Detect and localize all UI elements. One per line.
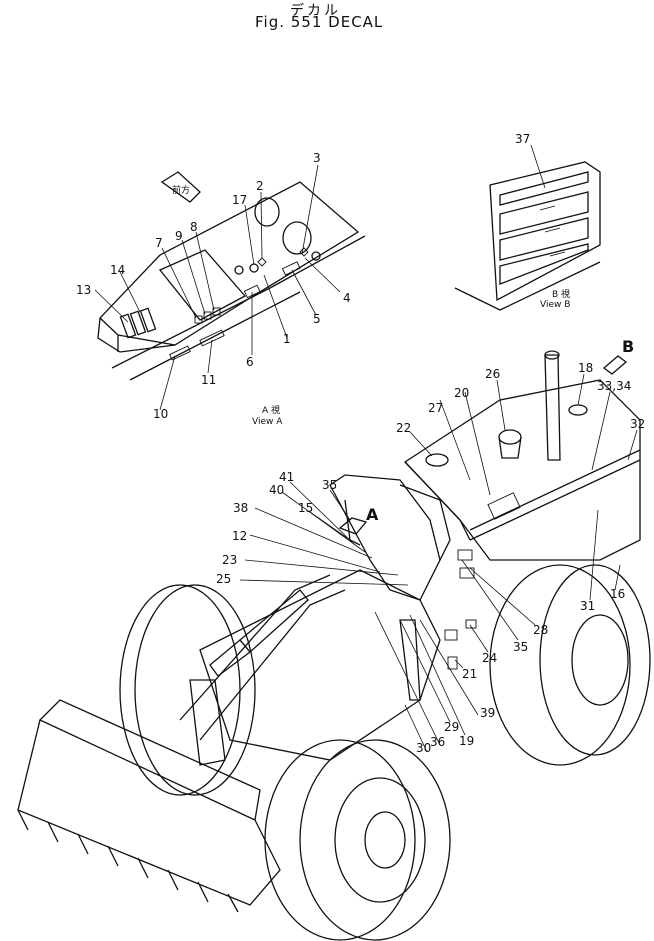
callout-6: 6	[246, 355, 254, 369]
callout-21: 21	[462, 667, 477, 681]
callout-19: 19	[459, 734, 474, 748]
view-a-callouts: 2 3 17 7 9 8 14 13 10 11 6 1 5 4 A 視 Vie…	[76, 151, 351, 427]
callout-2: 2	[256, 179, 264, 193]
callout-17: 17	[232, 193, 247, 207]
callout-9: 9	[175, 229, 183, 243]
callout-13: 13	[76, 283, 91, 297]
figure-title-jp: デカル	[290, 3, 341, 19]
view-a-panel: 前方	[97, 171, 366, 381]
view-b-arrow-label: B	[622, 337, 634, 356]
callout-3: 3	[313, 151, 321, 165]
callout-18: 18	[578, 361, 593, 375]
front-arrow	[160, 171, 201, 203]
callout-8: 8	[190, 220, 198, 234]
callout-38: 38	[233, 501, 248, 515]
view-b-arrow	[602, 355, 628, 375]
callout-11: 11	[201, 373, 216, 387]
callout-41: 41	[279, 470, 294, 484]
callout-20: 20	[454, 386, 469, 400]
callout-26: 26	[485, 367, 500, 381]
callout-28: 28	[533, 623, 548, 637]
view-a-label-jp: A 視	[262, 404, 280, 416]
callout-1: 1	[283, 332, 291, 346]
callout-36: 36	[430, 735, 445, 749]
callout-32: 32	[630, 417, 645, 431]
view-b-label-jp: B 視	[552, 288, 570, 300]
callout-25: 25	[216, 572, 231, 586]
view-a-label-en: View A	[252, 417, 283, 427]
view-b-label-en: View B	[540, 300, 570, 310]
callout-33-34: 33,34	[597, 379, 631, 393]
view-b-panel: 37 B 視 View B	[454, 132, 601, 311]
callout-15: 15	[298, 501, 313, 515]
callout-31: 31	[580, 599, 595, 613]
machine-callouts: 26 27 20 22 18 33,34 32 41 40 15 35 38 1…	[216, 361, 645, 755]
wheel-loader: A B	[17, 337, 651, 941]
callout-37: 37	[515, 132, 530, 146]
callout-4: 4	[343, 291, 351, 305]
callout-7: 7	[155, 236, 163, 250]
callout-24: 24	[482, 651, 497, 665]
callout-10: 10	[153, 407, 168, 421]
callout-35-upper: 35	[322, 478, 337, 492]
view-a-arrow-label: A	[366, 505, 379, 524]
callout-39: 39	[480, 706, 495, 720]
figure-title-en: Fig. 551 DECAL	[255, 13, 384, 31]
callout-5: 5	[313, 312, 321, 326]
callout-22: 22	[396, 421, 411, 435]
callout-29: 29	[444, 720, 459, 734]
callout-30: 30	[416, 741, 431, 755]
front-arrow-label: 前方	[172, 184, 190, 196]
callout-14: 14	[110, 263, 125, 277]
callout-12: 12	[232, 529, 247, 543]
view-a-arrow	[338, 517, 368, 535]
callout-27: 27	[428, 401, 443, 415]
callout-35-lower: 35	[513, 640, 528, 654]
callout-40: 40	[269, 483, 284, 497]
callout-23: 23	[222, 553, 237, 567]
callout-16: 16	[610, 587, 625, 601]
